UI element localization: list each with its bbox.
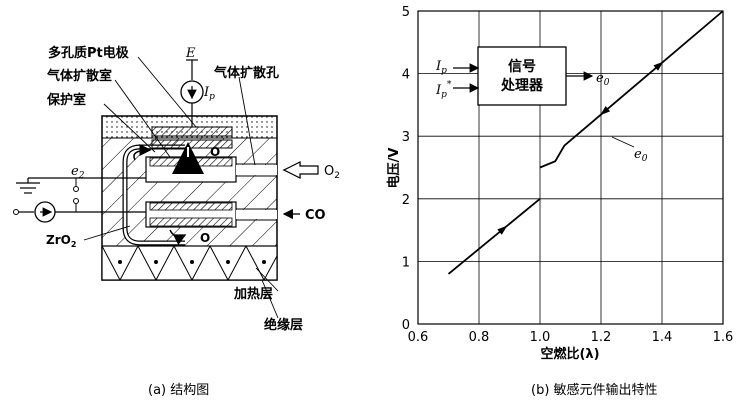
caption-a: (a) 结构图 xyxy=(148,383,209,398)
output-chart: 0.6 0.8 1.0 1.2 1.4 1.6 0 1 2 3 4 5 信号 处理器 Ip Ip* e… xyxy=(386,5,733,398)
label-diffusion-hole: 气体扩散孔 xyxy=(214,65,279,81)
label-Ip: Ip xyxy=(203,85,215,102)
x-tick-label: 1.0 xyxy=(530,330,551,345)
series-arrow-1 xyxy=(497,225,508,235)
chart-grid xyxy=(417,10,724,325)
structure-diagram: 多孔质Pt电极 气体扩散室 保护室 气体扩散孔 E Ip e2 O O O2 C… xyxy=(13,45,340,398)
y-tick-label: 1 xyxy=(402,255,410,270)
label-CO: CO xyxy=(305,208,326,223)
curve-label-e0: e0 xyxy=(634,147,648,164)
y-tick-label: 0 xyxy=(402,318,410,333)
processor-line1: 信号 xyxy=(508,58,536,75)
label-protect-chamber: 保护室 xyxy=(46,92,86,108)
o2-inlet-arrow xyxy=(282,161,319,179)
label-O-bottom: O xyxy=(200,231,210,245)
tick-labels: 0.6 0.8 1.0 1.2 1.4 1.6 0 1 2 3 4 5 xyxy=(402,5,734,345)
upper-electrode xyxy=(149,157,233,167)
label-heater: 加热层 xyxy=(233,286,273,302)
x-tick-label: 1.4 xyxy=(652,330,673,345)
label-electrode: 多孔质Pt电极 xyxy=(48,45,130,61)
label-insulator: 绝缘层 xyxy=(264,317,303,333)
y-tick-label: 2 xyxy=(402,193,410,208)
series-line-1 xyxy=(447,198,541,275)
outer-pt-electrode xyxy=(151,126,233,137)
label-ZrO2: ZrO2 xyxy=(46,233,76,249)
y-tick-label: 4 xyxy=(402,68,410,83)
y-tick-label: 3 xyxy=(402,130,410,145)
label-O2: O2 xyxy=(324,164,340,181)
y-tick-label: 5 xyxy=(402,5,410,20)
x-tick-label: 0.8 xyxy=(469,330,490,345)
x-axis-label: 空燃比(λ) xyxy=(540,346,599,362)
label-O-top: O xyxy=(210,145,220,159)
label-diffusion-chamber: 气体扩散室 xyxy=(47,68,112,84)
series-arrow-reverse xyxy=(600,106,611,116)
label-E: E xyxy=(185,46,196,61)
heater-dots xyxy=(118,260,266,264)
heater-cells xyxy=(101,245,278,281)
caption-b: (b) 敏感元件输出特性 xyxy=(531,382,658,398)
series-lines xyxy=(447,10,724,275)
series-arrow-2 xyxy=(653,61,664,71)
plot-frame xyxy=(417,10,724,325)
input-ipstar: Ip* xyxy=(435,80,452,100)
x-tick-label: 0.6 xyxy=(408,330,429,345)
x-tick-label: 1.6 xyxy=(713,330,734,345)
y-axis-label: 电压/V xyxy=(386,148,402,189)
label-e2: e2 xyxy=(71,164,85,181)
series-line-2 xyxy=(539,10,724,169)
signal-processor-box xyxy=(477,46,567,106)
lower-electrode xyxy=(149,217,233,227)
input-ip: Ip xyxy=(435,59,447,76)
x-tick-label: 1.2 xyxy=(591,330,612,345)
output-e0: e0 xyxy=(596,71,610,88)
processor-line2: 处理器 xyxy=(500,77,544,94)
